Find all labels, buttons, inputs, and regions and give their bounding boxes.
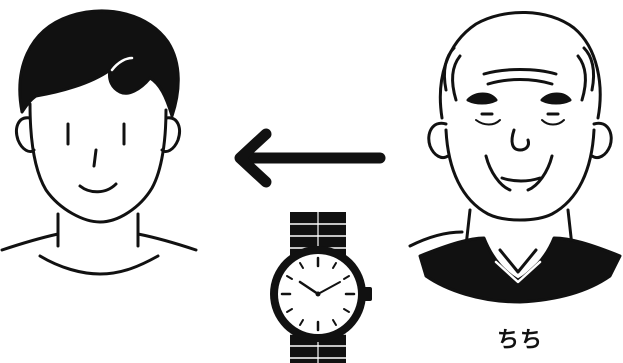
old-man-head: [440, 12, 600, 118]
old-man-eyebrow-right: [542, 94, 570, 103]
young-man-face: [30, 104, 166, 222]
arrow-left-icon: [240, 134, 380, 182]
young-man-hair: [20, 11, 178, 116]
old-man-eyebrow-left: [468, 94, 496, 103]
young-man-illustration: [2, 11, 196, 274]
father-label: ちち: [480, 322, 560, 354]
wristwatch-icon: [270, 212, 372, 363]
old-man-illustration: [410, 12, 620, 302]
